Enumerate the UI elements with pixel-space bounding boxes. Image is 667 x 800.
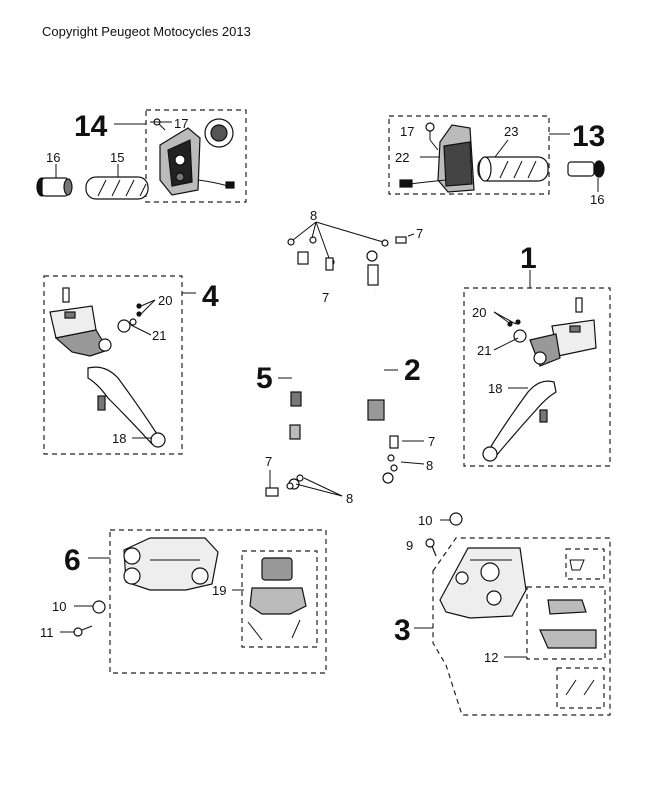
right-master-cylinder-part — [507, 297, 597, 367]
front-brake-pads-part — [539, 559, 597, 696]
callout-20b: 20 — [472, 305, 486, 320]
bolt-9 — [425, 538, 437, 557]
leader-lines — [55, 121, 599, 658]
callout-6: 6 — [64, 544, 81, 577]
group-box-19 — [241, 550, 318, 648]
callout-10b: 10 — [52, 599, 66, 614]
callout-16b: 16 — [590, 192, 604, 207]
front-caliper-part — [439, 547, 527, 619]
callout-20a: 20 — [158, 293, 172, 308]
callout-8c: 8 — [346, 491, 353, 506]
left-master-cylinder-part — [49, 287, 142, 357]
group-box-4 — [43, 275, 183, 455]
group-box-3 — [432, 537, 611, 716]
group-box-6 — [109, 529, 327, 674]
callout-8a: 8 — [310, 208, 317, 223]
rear-brake-pads-part — [247, 557, 307, 641]
callout-17a: 17 — [174, 116, 188, 131]
callout-10a: 10 — [418, 513, 432, 528]
right-bar-end-part — [567, 160, 605, 178]
callout-16a: 16 — [46, 150, 60, 165]
left-switch-housing-part — [159, 118, 235, 196]
callout-3: 3 — [394, 614, 411, 647]
group-box-14 — [145, 109, 247, 203]
callout-17b: 17 — [400, 124, 414, 139]
callout-22: 22 — [395, 150, 409, 165]
callout-9: 9 — [406, 538, 413, 553]
callout-21b: 21 — [477, 343, 491, 358]
callout-11: 11 — [40, 625, 54, 640]
left-brake-lever-part — [87, 366, 166, 448]
bolt-11 — [73, 625, 93, 637]
brake-hose-2-part — [366, 250, 394, 484]
left-bar-end-part — [36, 177, 73, 197]
callout-2: 2 — [404, 354, 421, 387]
callout-19: 19 — [212, 583, 226, 598]
left-grip-part — [85, 176, 149, 200]
callout-7c: 7 — [428, 434, 435, 449]
callout-4: 4 — [202, 280, 219, 313]
brake-hose-5-part — [288, 251, 309, 490]
callout-18a: 18 — [112, 431, 126, 446]
callout-18b: 18 — [488, 381, 502, 396]
callout-1: 1 — [520, 242, 537, 275]
washer-10a — [449, 512, 463, 526]
callout-7a: 7 — [416, 226, 423, 241]
right-switch-housing-part — [399, 124, 475, 193]
callout-15: 15 — [110, 150, 124, 165]
washers-and-banjo-bolts — [265, 236, 407, 497]
right-brake-lever-part — [482, 380, 557, 462]
callout-8b: 8 — [426, 458, 433, 473]
washer-10b — [92, 600, 106, 614]
group-box-1 — [463, 287, 611, 467]
screw-17a — [153, 118, 166, 131]
callout-21a: 21 — [152, 328, 166, 343]
callout-14: 14 — [74, 110, 108, 143]
throttle-grip-part — [477, 156, 549, 182]
callout-13: 13 — [572, 120, 605, 153]
callout-23: 23 — [504, 124, 518, 139]
rear-caliper-part — [123, 537, 219, 591]
group-box-pin — [565, 548, 605, 580]
group-box-bolts — [556, 667, 605, 709]
callout-12: 12 — [484, 650, 498, 665]
screw-17b — [425, 122, 435, 140]
callout-7d: 7 — [265, 454, 272, 469]
group-box-13 — [388, 115, 550, 195]
callout-5: 5 — [256, 362, 273, 395]
group-box-12 — [526, 586, 606, 660]
callout-7b: 7 — [322, 290, 329, 305]
copyright-text: Copyright Peugeot Motocycles 2013 — [42, 24, 251, 39]
